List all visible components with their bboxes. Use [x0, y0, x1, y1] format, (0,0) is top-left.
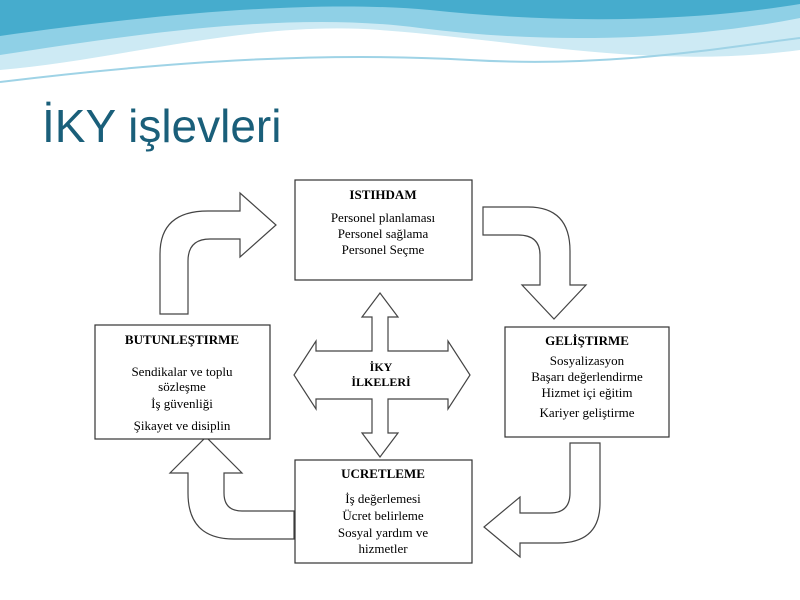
curved-arrow-top-right-icon — [482, 206, 588, 320]
center-label-line-1: İKY — [370, 360, 393, 374]
wave-line — [0, 37, 800, 83]
center-label-line-2: İLKELERİ — [351, 375, 411, 389]
box-butunlestirme-title: BUTUNLEŞTIRME — [125, 332, 239, 347]
curved-arrow-bottom-right-icon — [483, 442, 601, 559]
box-istihdam-item: Personel Seçme — [342, 242, 425, 257]
box-istihdam: ISTIHDAM Personel planlaması Personel sa… — [294, 179, 473, 281]
center-four-way-arrow-icon — [293, 292, 471, 458]
box-istihdam-item: Personel sağlama — [338, 226, 429, 241]
box-gelistirme: GELİŞTIRME Sosyalizasyon Başarı değerlen… — [504, 326, 670, 438]
box-ucretleme-item: hizmetler — [358, 541, 408, 556]
box-gelistirme-title: GELİŞTIRME — [545, 333, 629, 348]
curved-arrow-top-left-icon — [159, 191, 277, 315]
header-wave-decoration — [0, 0, 800, 95]
box-butunlestirme-item: Sendikalar ve toplu — [131, 364, 233, 379]
box-gelistirme-item: Kariyer geliştirme — [540, 405, 635, 420]
box-gelistirme-item: Sosyalizasyon — [550, 353, 625, 368]
box-ucretleme: UCRETLEME İş değerlemesi Ücret belirleme… — [294, 459, 473, 564]
functions-diagram: İKY İLKELERİ ISTIHDAM Personel planlamas… — [68, 157, 693, 585]
box-gelistirme-item: Başarı değerlendirme — [531, 369, 643, 384]
box-butunlestirme: BUTUNLEŞTIRME Sendikalar ve toplu sözleş… — [94, 324, 271, 440]
box-ucretleme-item: İş değerlemesi — [345, 491, 421, 506]
box-istihdam-item: Personel planlaması — [331, 210, 436, 225]
curved-arrow-bottom-left-icon — [168, 436, 295, 540]
box-butunlestirme-item: Şikayet ve disiplin — [134, 418, 231, 433]
box-ucretleme-item: Ücret belirleme — [342, 508, 423, 523]
box-butunlestirme-item: sözleşme — [158, 379, 206, 394]
wave-front — [0, 0, 800, 36]
box-istihdam-title: ISTIHDAM — [349, 187, 416, 202]
box-ucretleme-title: UCRETLEME — [341, 466, 425, 481]
box-ucretleme-item: Sosyal yardım ve — [338, 525, 428, 540]
box-butunlestirme-item: İş güvenliği — [151, 396, 213, 411]
slide-title: İKY işlevleri — [42, 100, 282, 152]
box-gelistirme-item: Hizmet içi eğitim — [542, 385, 633, 400]
